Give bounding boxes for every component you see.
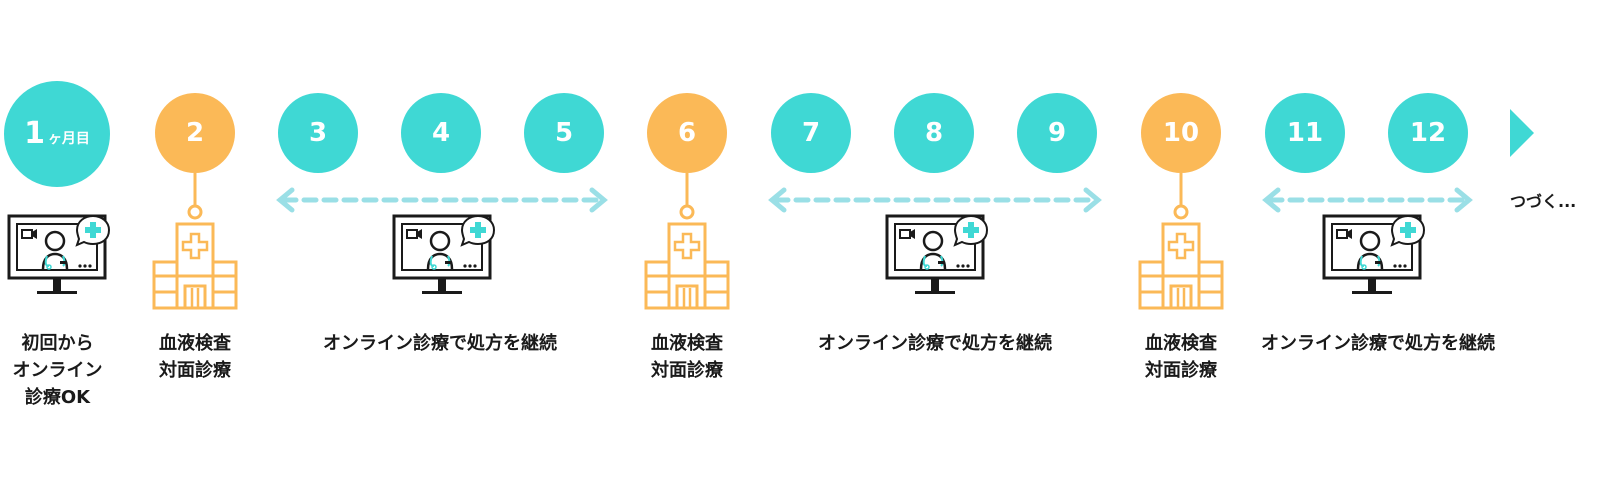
month-10-circle: 10 — [1141, 93, 1221, 173]
month-6-circle: 6 — [647, 93, 727, 173]
month-6-number: 6 — [677, 118, 697, 148]
label-online-7-9: オンライン診療で処方を継続 — [818, 333, 1052, 354]
next-triangle-icon — [1510, 109, 1534, 157]
month-7-circle: 7 — [771, 93, 851, 173]
month-11-circle: 11 — [1265, 93, 1345, 173]
label-online-11-12: オンライン診療で処方を継続 — [1261, 333, 1495, 354]
span-arrow-11-12 — [1262, 187, 1473, 213]
doctor-monitor-icon — [392, 214, 496, 296]
label-online-3-5: オンライン診療で処方を継続 — [323, 333, 557, 354]
month-5-number: 5 — [554, 118, 574, 148]
month-8-number: 8 — [924, 118, 944, 148]
month-12-number: 12 — [1409, 118, 1447, 148]
hospital-building-icon — [1138, 222, 1224, 310]
hospital-building-icon — [152, 222, 238, 310]
month-9-number: 9 — [1047, 118, 1067, 148]
label-clinic-month-2: 血液検査 対面診療 — [159, 333, 231, 381]
month-1-circle: 1 ヶ月目 — [4, 81, 110, 187]
month-7-number: 7 — [801, 118, 821, 148]
month-2-number: 2 — [185, 118, 205, 148]
month-5-circle: 5 — [524, 93, 604, 173]
month-11-number: 11 — [1286, 118, 1324, 148]
continue-text: つづく... — [1510, 192, 1577, 211]
span-arrow-7-9 — [768, 187, 1102, 213]
month-1-suffix: ヶ月目 — [47, 131, 90, 147]
clinic-connector-10 — [1173, 173, 1189, 220]
month-4-number: 4 — [431, 118, 451, 148]
month-2-circle: 2 — [155, 93, 235, 173]
month-12-circle: 12 — [1388, 93, 1468, 173]
doctor-monitor-icon — [1322, 214, 1426, 296]
month-4-circle: 4 — [401, 93, 481, 173]
label-clinic-month-6: 血液検査 対面診療 — [651, 333, 723, 381]
month-8-circle: 8 — [894, 93, 974, 173]
span-arrow-3-5 — [276, 187, 608, 213]
month-1-number: 1 — [24, 116, 45, 151]
label-clinic-month-10: 血液検査 対面診療 — [1145, 333, 1217, 381]
month-3-circle: 3 — [278, 93, 358, 173]
month-3-number: 3 — [308, 118, 328, 148]
clinic-connector-2 — [187, 173, 203, 220]
month-9-circle: 9 — [1017, 93, 1097, 173]
doctor-monitor-icon — [7, 214, 111, 296]
clinic-connector-6 — [679, 173, 695, 220]
hospital-building-icon — [644, 222, 730, 310]
doctor-monitor-icon — [885, 214, 989, 296]
label-first-online: 初回から オンライン 診療OK — [12, 333, 103, 408]
month-10-number: 10 — [1162, 118, 1200, 148]
